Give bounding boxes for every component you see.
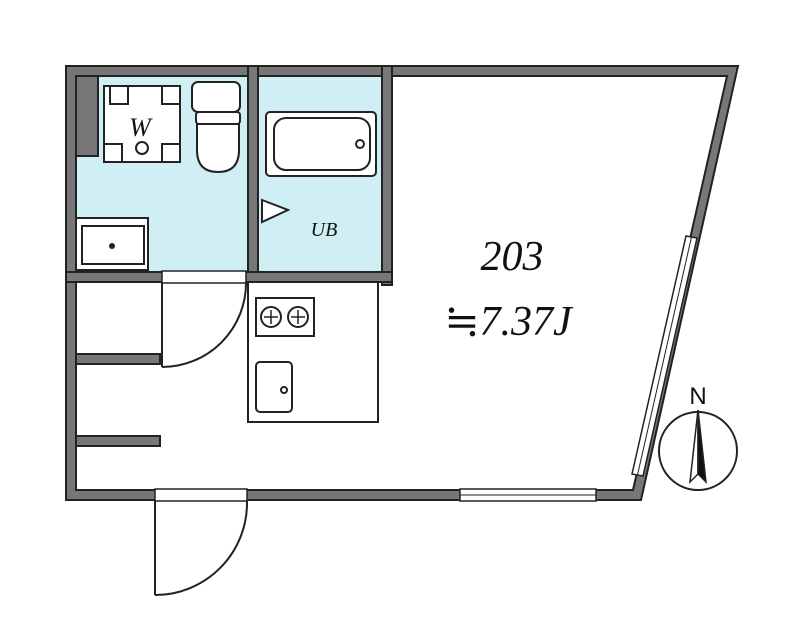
bath-door	[257, 196, 291, 272]
wash-basin	[75, 217, 149, 271]
outer-wall	[65, 65, 740, 501]
wall-between-toilet-and-bath	[247, 65, 259, 277]
wall-bath-right	[381, 65, 393, 286]
wall-pillar-left	[75, 75, 99, 157]
compass-north-label: N	[689, 383, 706, 410]
window-right	[631, 235, 698, 477]
entrance-opening	[154, 488, 248, 502]
toilet	[191, 81, 241, 174]
window-bottom	[459, 488, 597, 502]
washer-pan	[103, 85, 181, 163]
bathtub	[265, 111, 377, 177]
wall-closet-divider-upper	[75, 353, 161, 365]
kitchen-counter	[247, 281, 379, 423]
bath-label: UB	[311, 219, 338, 241]
compass-icon	[658, 409, 738, 491]
room-number: 203	[481, 234, 544, 280]
room-area: ≒7.37J	[444, 299, 574, 345]
wall-closet-divider-lower	[75, 435, 161, 447]
door-opening-wet-area	[161, 270, 247, 284]
washer-label: W	[129, 113, 153, 142]
entrance-door-swing	[154, 500, 249, 596]
door-swing-wet-area	[161, 282, 247, 368]
